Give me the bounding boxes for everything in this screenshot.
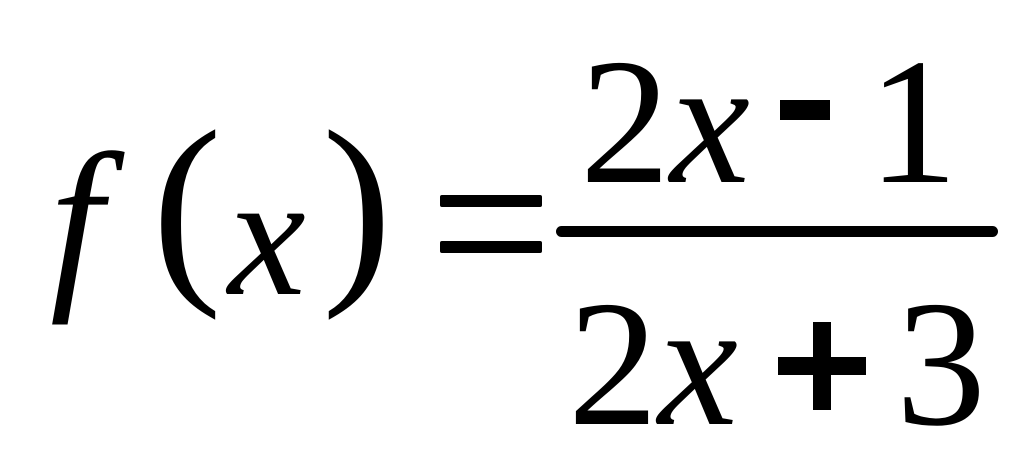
denominator-coefficient: 2	[568, 264, 658, 463]
function-name: f	[50, 116, 103, 326]
numerator-variable: x	[670, 22, 750, 221]
plus-sign	[777, 322, 866, 410]
numerator-constant: 1	[867, 22, 958, 221]
denominator-variable: x	[658, 264, 738, 463]
numerator-coefficient: 2	[580, 22, 670, 221]
equals-bar-bottom	[440, 241, 542, 253]
variable-x: x	[228, 138, 306, 332]
equals-sign	[440, 195, 542, 253]
equals-bar-top	[440, 195, 542, 207]
open-paren: (	[152, 89, 222, 321]
denominator-constant: 3	[895, 264, 986, 463]
minus-sign	[779, 100, 830, 120]
close-paren: )	[322, 89, 392, 321]
fraction-bar	[556, 226, 998, 237]
